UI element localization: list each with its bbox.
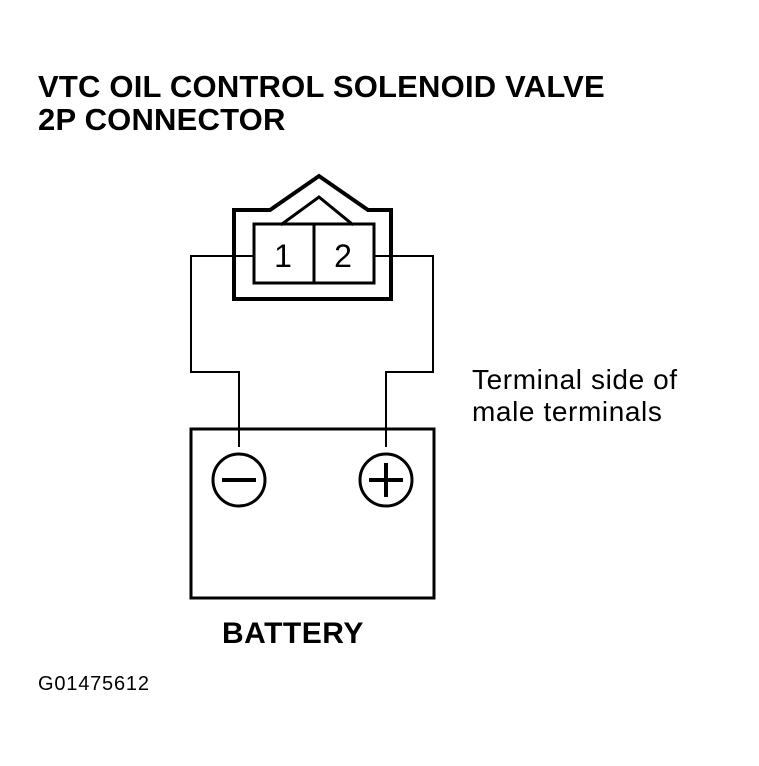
terminal-side-note: Terminal side of male terminals: [472, 364, 678, 428]
pin-2-label: 2: [334, 238, 352, 274]
minus-circle-icon: [211, 452, 267, 508]
battery: [189, 427, 436, 600]
plus-circle-icon: [358, 452, 414, 508]
battery-case: [189, 427, 436, 600]
figure-id: G01475612: [38, 673, 150, 695]
connector-housing: [232, 173, 393, 301]
connector-2p: [232, 173, 393, 301]
pin-1-label: 1: [274, 238, 292, 274]
note-line-2: male terminals: [472, 396, 663, 427]
jumper-wires: [190, 255, 434, 447]
wire-pin2-to-positive: [374, 255, 434, 447]
title-line-2: 2P CONNECTOR: [38, 102, 286, 137]
note-line-1: Terminal side of: [472, 364, 678, 395]
title-line-1: VTC OIL CONTROL SOLENOID VALVE: [38, 69, 605, 104]
pin-2-cavity: [312, 222, 376, 285]
connector-lock-tab: [279, 195, 355, 227]
wire-pin1-to-negative: [190, 255, 254, 447]
battery-label: BATTERY: [222, 617, 364, 650]
diagram-title: VTC OIL CONTROL SOLENOID VALVE 2P CONNEC…: [38, 70, 605, 136]
